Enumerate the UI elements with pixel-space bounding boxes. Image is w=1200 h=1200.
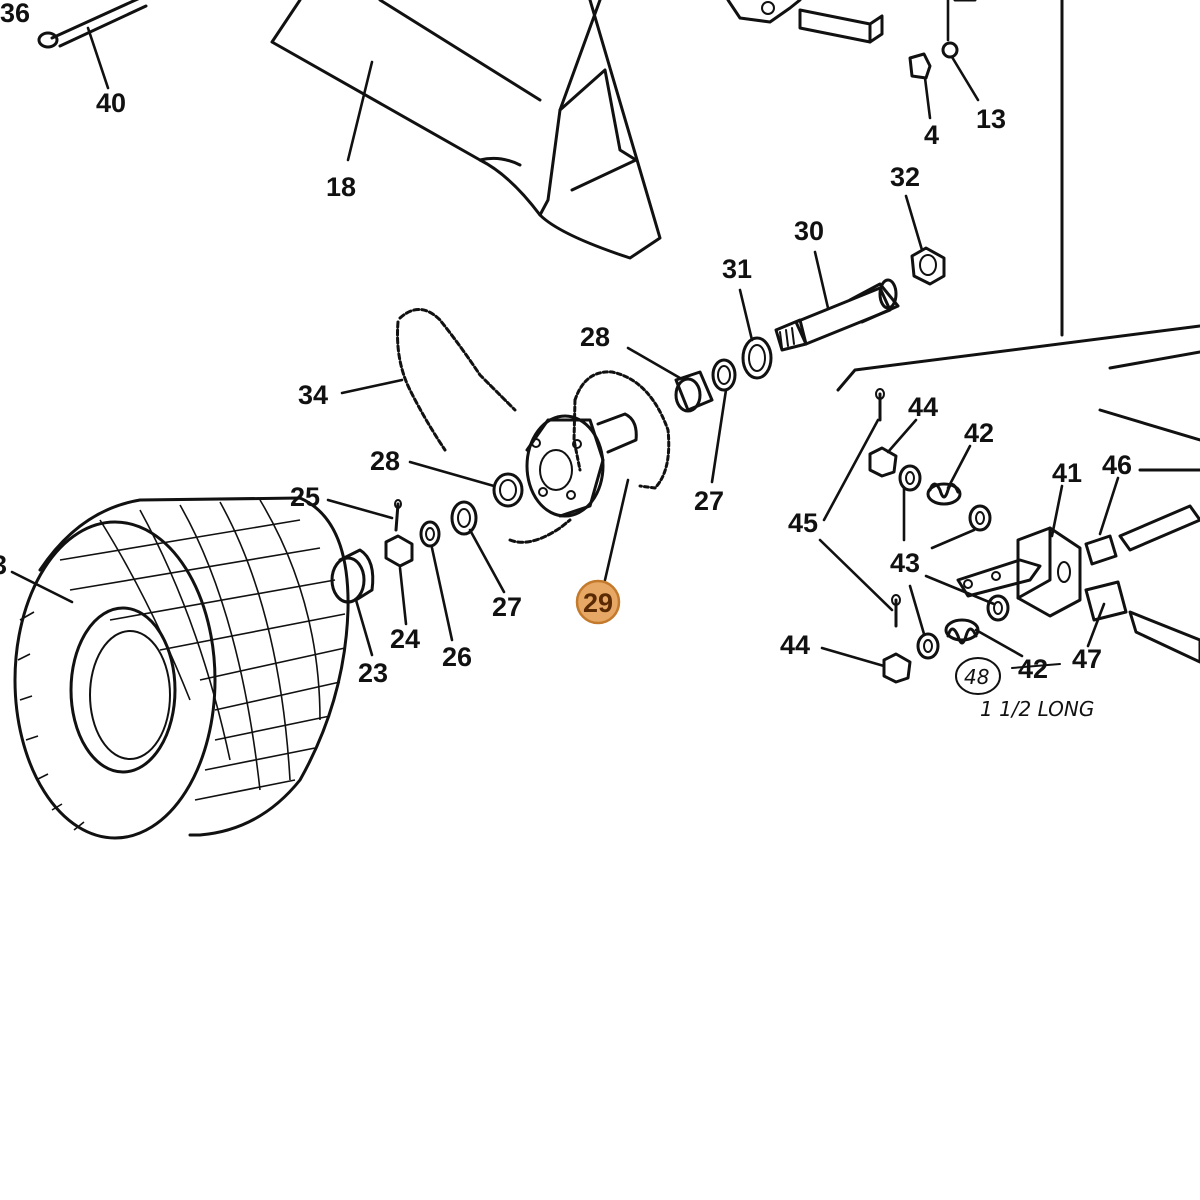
handwritten-annotation: 48 1 1/2 LONG bbox=[955, 657, 1094, 721]
washer-part-43-upper bbox=[898, 464, 922, 492]
washer-part-26 bbox=[419, 520, 441, 548]
leader-42b bbox=[974, 628, 1024, 658]
tire-wheel bbox=[13, 496, 350, 840]
leader-45a bbox=[822, 418, 880, 522]
handwritten-circle bbox=[955, 657, 1001, 695]
frame-right bbox=[836, 0, 1200, 472]
callout-43: 43 bbox=[890, 548, 920, 578]
leader-44b bbox=[820, 646, 886, 668]
bracket-top-right bbox=[726, 0, 977, 44]
callout-23: 23 bbox=[358, 658, 388, 688]
callout-18: 18 bbox=[326, 172, 356, 202]
steering-arm-part-41 bbox=[956, 526, 1082, 618]
leader-27b bbox=[468, 528, 506, 594]
rod-part-40 bbox=[37, 0, 148, 49]
callout-30: 30 bbox=[794, 216, 824, 246]
leader-40 bbox=[86, 26, 110, 90]
leader-42a bbox=[946, 444, 972, 490]
frame-part-18 bbox=[270, 0, 662, 260]
leader-47 bbox=[1086, 602, 1106, 648]
bearing-part-31 bbox=[741, 336, 773, 380]
nut-part-32 bbox=[910, 246, 946, 286]
nut-part-4 bbox=[908, 52, 932, 80]
leader-27a bbox=[710, 388, 728, 484]
callout-29: 29 bbox=[583, 588, 613, 618]
sprocket-hub-part-29 bbox=[525, 370, 671, 518]
leader-44a bbox=[886, 418, 918, 454]
bushing-part-47 bbox=[1084, 580, 1200, 664]
washer-part-43-lower bbox=[916, 594, 1010, 660]
leader-18 bbox=[346, 60, 374, 162]
callout-42b: 42 bbox=[1018, 654, 1048, 684]
pin-part-45-lower bbox=[891, 594, 901, 628]
bushing-part-46 bbox=[1084, 504, 1200, 566]
callout-26: 26 bbox=[442, 642, 472, 672]
leader-45b bbox=[818, 538, 894, 612]
leader-46 bbox=[1098, 476, 1120, 536]
highlight-badge bbox=[575, 579, 621, 625]
leader-4 bbox=[923, 76, 932, 120]
leader-26 bbox=[430, 546, 454, 642]
callout-25: 25 bbox=[290, 482, 320, 512]
castle-nut-part-44-lower bbox=[882, 652, 912, 684]
leader-41 bbox=[1050, 484, 1064, 538]
leader-28b bbox=[408, 460, 496, 488]
strike-line-42 bbox=[1011, 663, 1061, 669]
callout-27b: 27 bbox=[492, 592, 522, 622]
bearing-part-27-upper bbox=[711, 358, 737, 392]
callout-47: 47 bbox=[1072, 644, 1102, 674]
callout-13: 13 bbox=[976, 104, 1006, 134]
callout-28b: 28 bbox=[370, 446, 400, 476]
leader-34 bbox=[340, 378, 404, 395]
pin-part-45-upper bbox=[875, 388, 885, 422]
callout-42a: 42 bbox=[964, 418, 994, 448]
bearing-part-28-lower bbox=[492, 472, 524, 508]
leader-31 bbox=[738, 288, 754, 342]
leader-32 bbox=[904, 194, 924, 252]
callout-45: 45 bbox=[788, 508, 818, 538]
callout-24: 24 bbox=[390, 624, 420, 654]
callout-40: 40 bbox=[96, 88, 126, 118]
callout-34: 34 bbox=[298, 380, 328, 410]
highlight-callout-29: 29 bbox=[575, 579, 621, 625]
leader-25 bbox=[326, 498, 394, 520]
cotter-pin-part-25 bbox=[394, 499, 402, 532]
axle-shaft-part-30 bbox=[774, 278, 900, 352]
castle-nut-part-24 bbox=[384, 534, 414, 568]
leader-23 bbox=[354, 598, 374, 657]
leader-28a bbox=[626, 346, 682, 380]
leader-43b bbox=[930, 528, 976, 550]
chain-part-34 bbox=[396, 308, 572, 544]
callout-44a: 44 bbox=[908, 392, 938, 422]
leader-43c bbox=[924, 574, 996, 606]
castle-nut-part-44-upper bbox=[868, 446, 898, 478]
leader-13 bbox=[950, 55, 980, 102]
leader-24 bbox=[398, 566, 408, 626]
callout-36: 36 bbox=[0, 0, 30, 28]
washer-part-43-mid bbox=[968, 504, 992, 532]
handwritten-length-note: 1 1/2 LONG bbox=[980, 697, 1094, 721]
callout-27a: 27 bbox=[694, 486, 724, 516]
callout-32: 32 bbox=[890, 162, 920, 192]
spring-part-42-lower bbox=[944, 618, 980, 645]
nut-part-13 bbox=[941, 41, 959, 59]
bearing-part-27-lower bbox=[450, 500, 478, 536]
handwritten-part-number: 48 bbox=[964, 665, 989, 689]
leader-30 bbox=[813, 250, 830, 310]
callout-31: 31 bbox=[722, 254, 752, 284]
leader-29 bbox=[603, 478, 630, 582]
callout-4: 4 bbox=[924, 120, 939, 150]
callout-3: 3 bbox=[0, 550, 7, 580]
bearing-part-28-upper bbox=[674, 370, 714, 413]
callout-46: 46 bbox=[1102, 450, 1132, 480]
callout-44b: 44 bbox=[780, 630, 810, 660]
spring-part-42-upper bbox=[926, 482, 962, 506]
callout-28a: 28 bbox=[580, 322, 610, 352]
leader-3 bbox=[10, 570, 74, 604]
hub-cap-part-23 bbox=[330, 548, 375, 604]
callout-41: 41 bbox=[1052, 458, 1082, 488]
leader-43d bbox=[908, 584, 926, 636]
tire-tread bbox=[17, 499, 346, 831]
